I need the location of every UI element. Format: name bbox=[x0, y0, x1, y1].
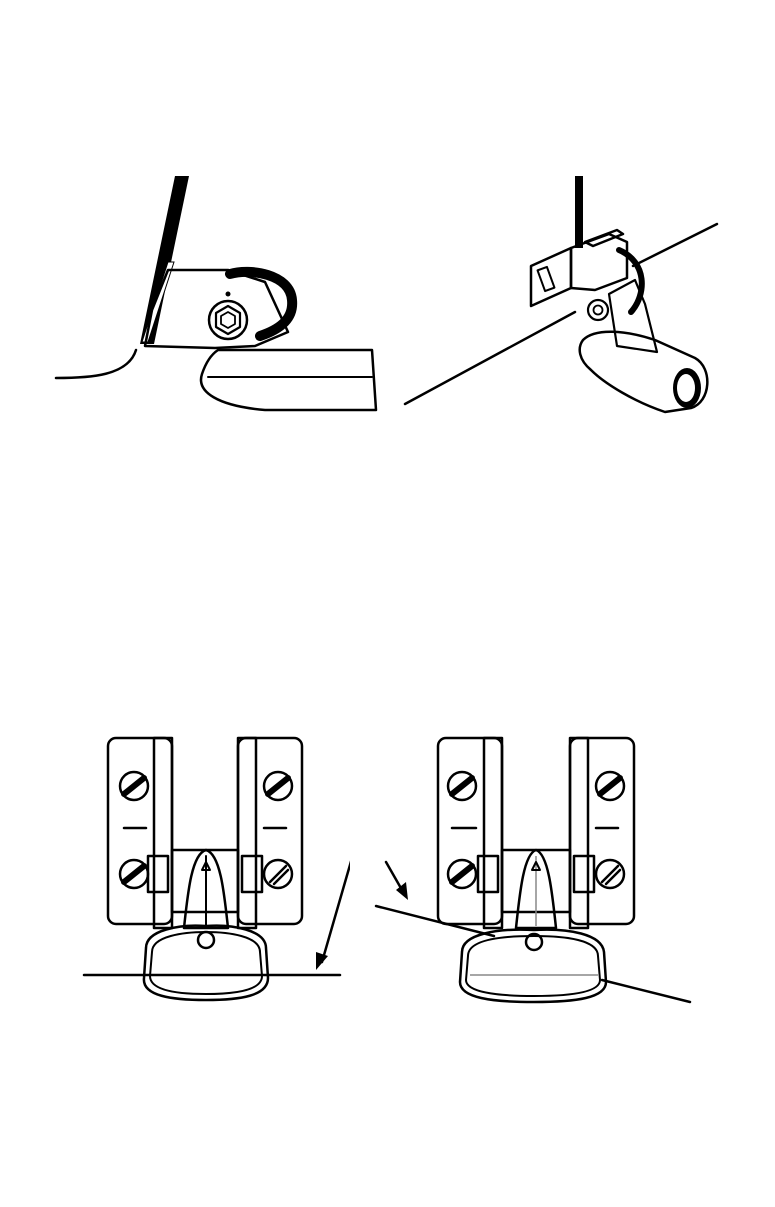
transducer-rear-tilted-icon bbox=[370, 730, 700, 1030]
transducer-side-icon bbox=[50, 170, 390, 430]
transducer-side-view bbox=[50, 170, 390, 430]
transducer-rear-level-view bbox=[80, 730, 350, 1020]
transducer-rear-tilted-view bbox=[370, 730, 700, 1030]
transducer-rear-level-icon bbox=[80, 730, 350, 1020]
transducer-perspective-icon bbox=[395, 170, 725, 420]
transducer-perspective-view bbox=[395, 170, 725, 420]
